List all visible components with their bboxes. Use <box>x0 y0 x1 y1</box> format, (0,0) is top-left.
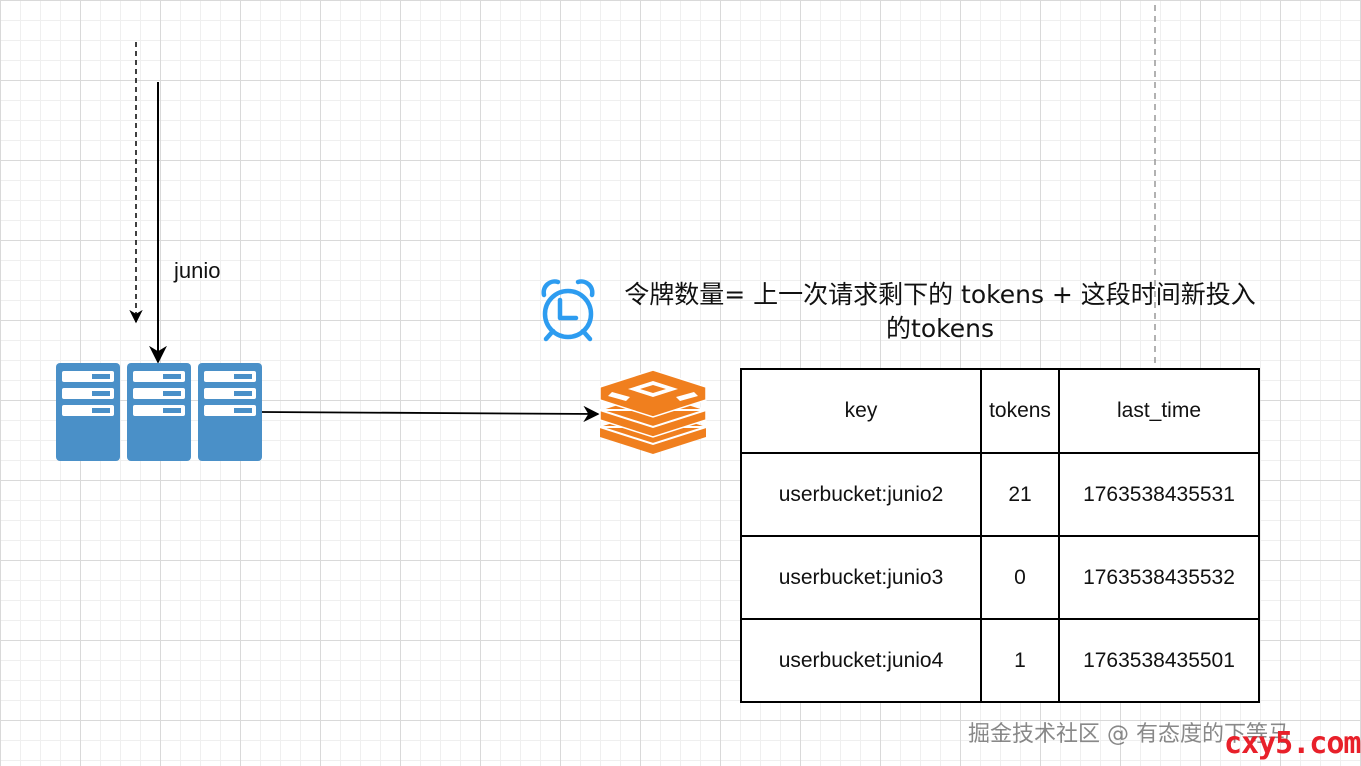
table-row: userbucket:junio4 1 1763538435501 <box>740 618 1260 703</box>
column-header-tokens: tokens <box>980 368 1060 454</box>
cell-last-time: 1763538435532 <box>1058 535 1260 620</box>
formula-text: 令牌数量= 上一次请求剩下的 tokens + 这段时间新投入的tokens <box>624 280 1256 343</box>
server-unit <box>127 363 191 461</box>
table-row: userbucket:junio3 0 1763538435532 <box>740 535 1260 620</box>
server-rack-icon <box>56 363 262 461</box>
cell-key: userbucket:junio4 <box>740 618 982 703</box>
server-unit <box>56 363 120 461</box>
cell-key: userbucket:junio2 <box>740 452 982 537</box>
column-header-last-time: last_time <box>1058 368 1260 454</box>
cell-tokens: 21 <box>980 452 1060 537</box>
token-table: key tokens last_time userbucket:junio2 2… <box>740 368 1260 703</box>
watermark-text: 掘金技术社区 @ 有态度的下等马 <box>968 722 1290 747</box>
cell-tokens: 1 <box>980 618 1060 703</box>
table-row: userbucket:junio2 21 1763538435531 <box>740 452 1260 537</box>
server-to-redis-arrow <box>261 405 600 423</box>
column-header-key: key <box>740 368 982 454</box>
site-logo: cxy5.com <box>1224 726 1361 761</box>
cell-last-time: 1763538435501 <box>1058 618 1260 703</box>
cell-last-time: 1763538435531 <box>1058 452 1260 537</box>
cell-key: userbucket:junio3 <box>740 535 982 620</box>
alarm-clock-icon <box>541 279 595 342</box>
server-unit <box>198 363 262 461</box>
redis-icon <box>599 369 707 454</box>
arrow-label: junio <box>174 258 221 283</box>
cell-tokens: 0 <box>980 535 1060 620</box>
table-header-row: key tokens last_time <box>740 368 1260 454</box>
